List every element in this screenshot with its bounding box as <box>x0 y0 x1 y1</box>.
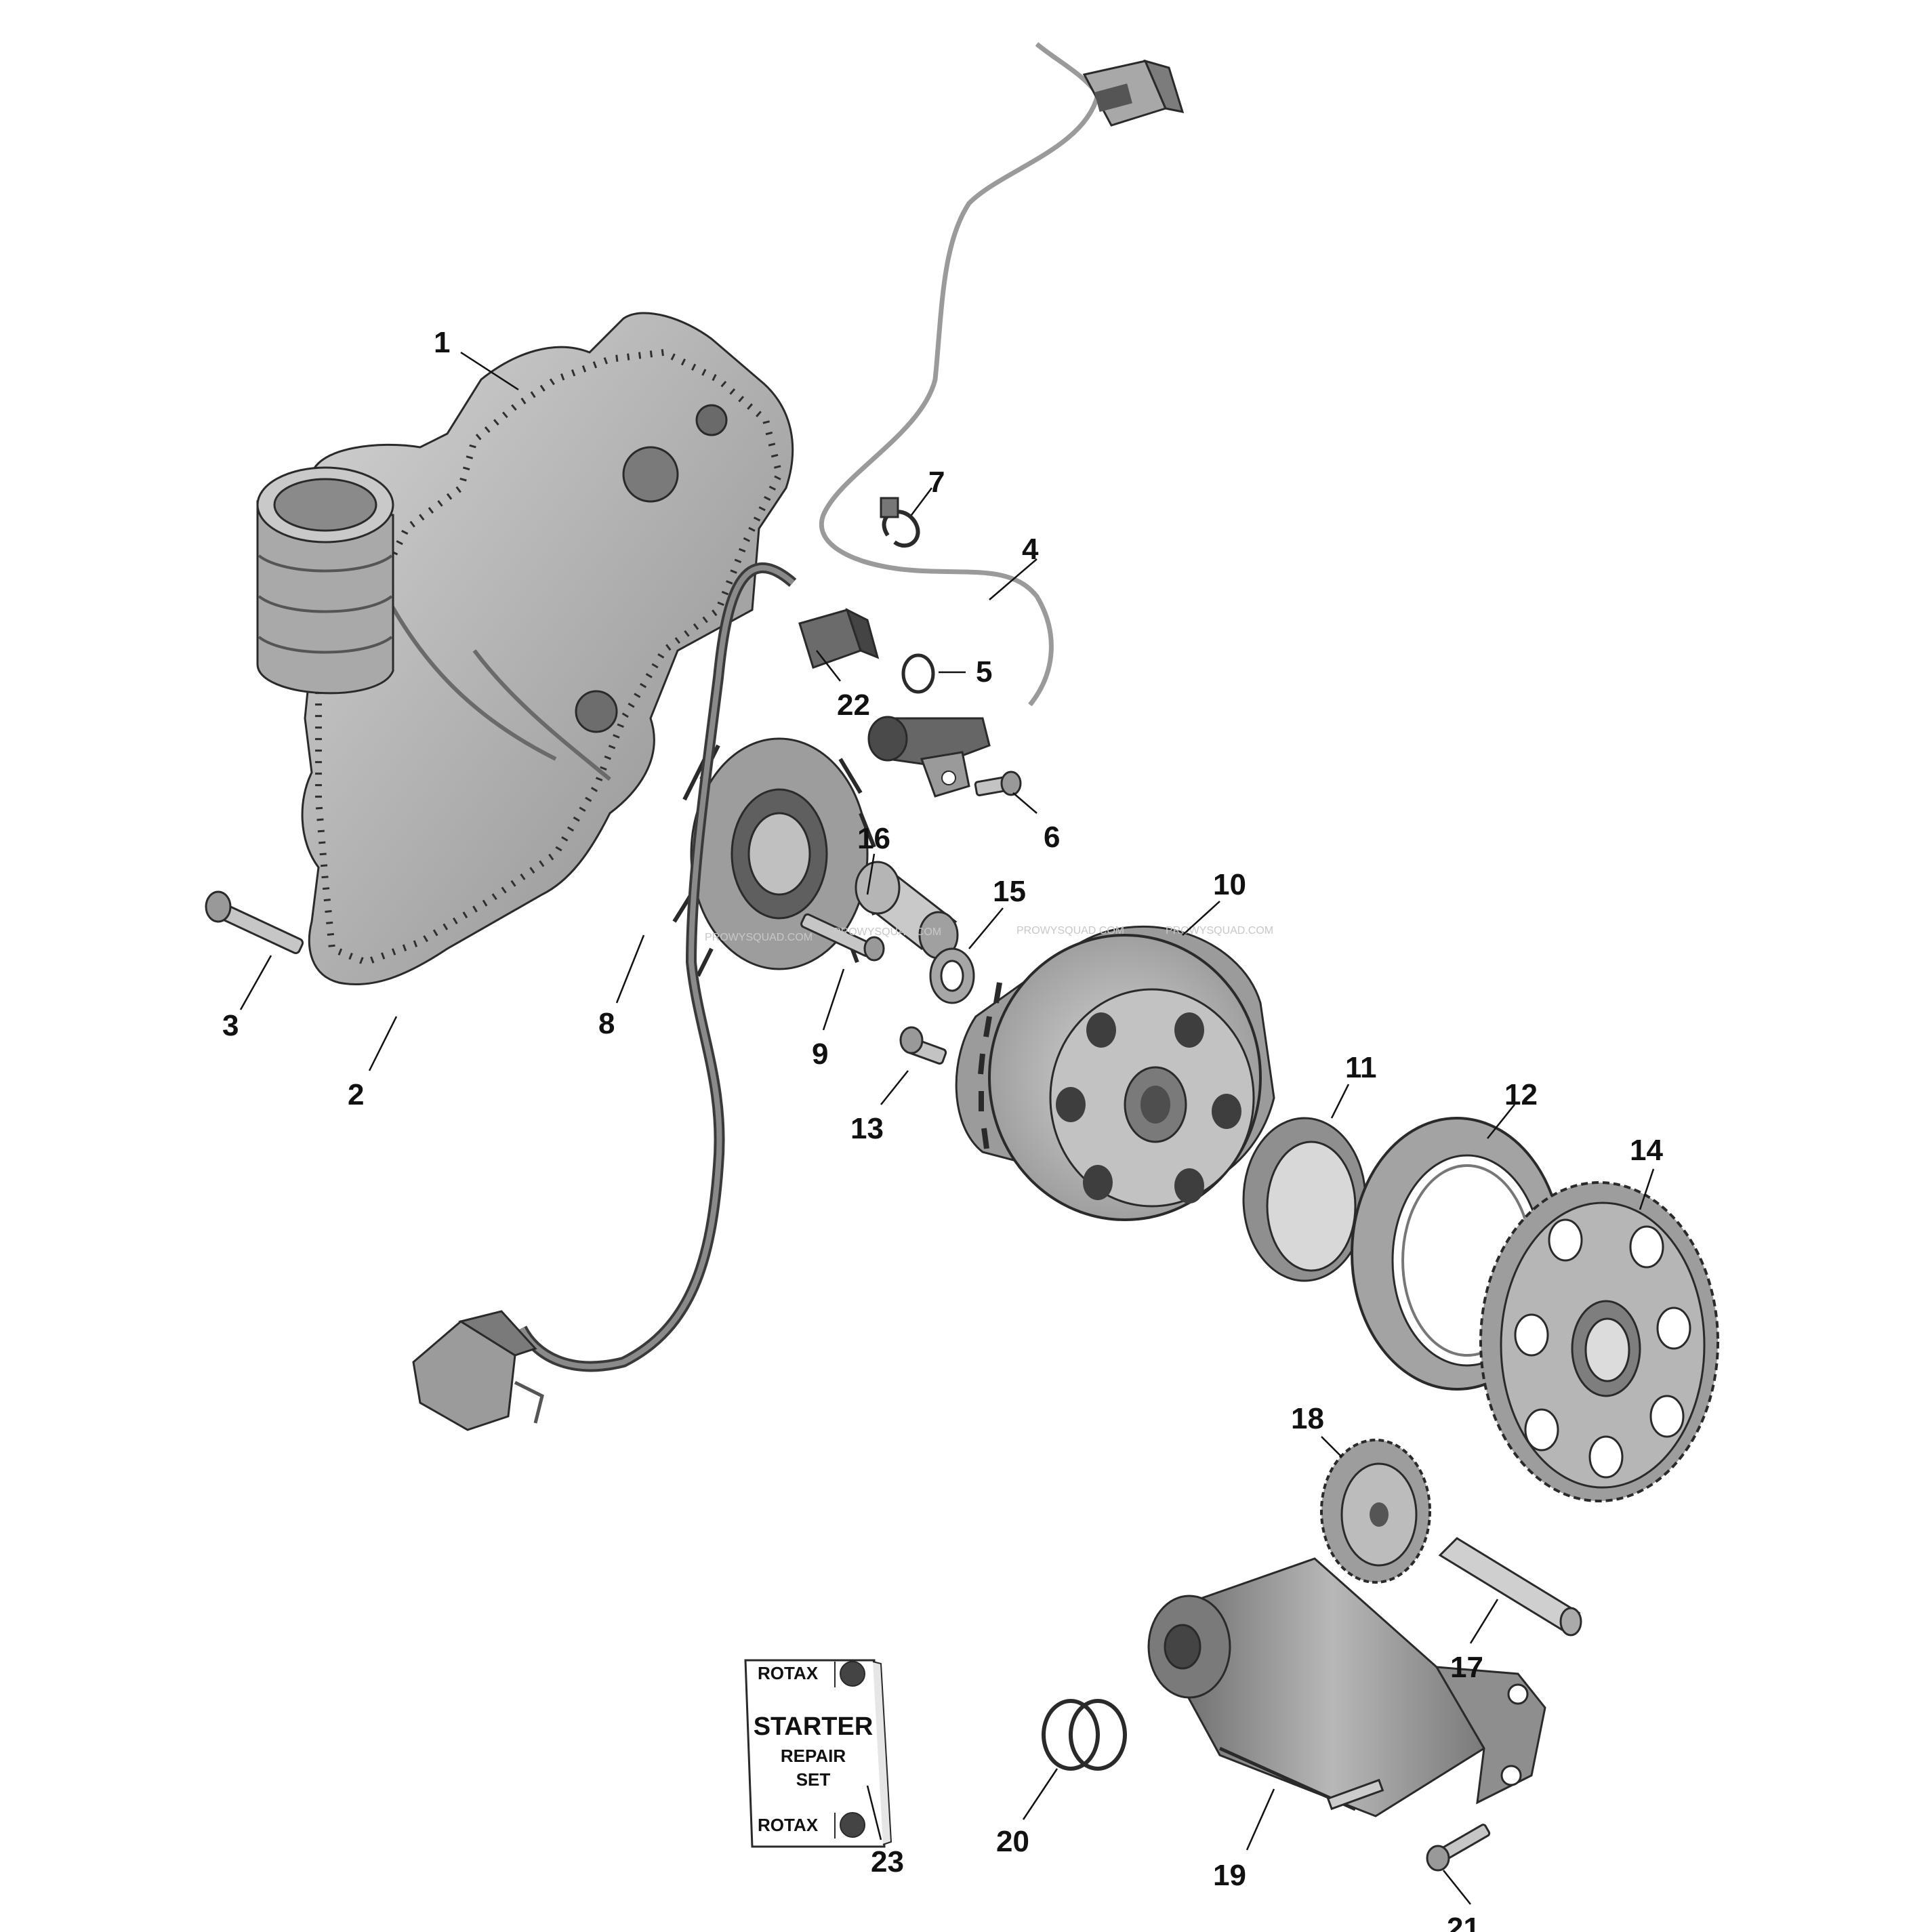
o-rings-20 <box>1042 1699 1127 1771</box>
callout-13: 13 <box>850 1112 884 1145</box>
shaft-17 <box>1438 1537 1582 1637</box>
card-line2: REPAIR <box>781 1746 846 1766</box>
bolt-3 <box>205 890 304 954</box>
crank-sensor <box>867 716 991 798</box>
callout-12: 12 <box>1504 1078 1538 1111</box>
intermediate-gear-18 <box>1320 1439 1431 1584</box>
connector-22 <box>798 608 880 669</box>
callout-23: 23 <box>871 1845 904 1878</box>
bolt-21 <box>1426 1824 1491 1872</box>
starter-motor-19 <box>1147 1557 1546 1817</box>
callout-4: 4 <box>1022 533 1039 566</box>
watermark-4: PROWYSQUAD.COM <box>1166 925 1273 937</box>
card-logo-bottom-icon <box>840 1812 865 1838</box>
screw-13 <box>899 1026 947 1065</box>
leader-lines <box>239 351 1655 1905</box>
callout-7: 7 <box>928 466 945 499</box>
stator-cover-housing <box>301 312 794 985</box>
stator-coil <box>672 737 876 977</box>
callouts: 1 2 3 4 5 6 7 8 9 10 11 12 13 14 15 16 1… <box>222 326 1663 1932</box>
callout-16: 16 <box>857 822 890 855</box>
watermark-2: PROWYSQUAD.COM <box>834 926 941 938</box>
washer-15 <box>929 947 975 1004</box>
sensor-connector <box>1082 59 1185 127</box>
callout-1: 1 <box>434 326 450 359</box>
sensor-harness-wire <box>820 43 1099 705</box>
stator-connector <box>412 1310 544 1431</box>
bolt-9 <box>800 913 885 962</box>
card-brand-bottom: ROTAX <box>758 1815 819 1835</box>
callout-11: 11 <box>1345 1051 1377 1084</box>
spacer-16 <box>855 861 959 960</box>
callout-22: 22 <box>837 688 870 722</box>
starter-bore-cylinder <box>256 466 394 695</box>
bearing-11 <box>1242 1117 1367 1282</box>
card-brand-top: ROTAX <box>758 1663 819 1683</box>
screw-6 <box>974 770 1022 797</box>
card-line1: STARTER <box>754 1712 873 1741</box>
callout-9: 9 <box>812 1037 828 1071</box>
callout-20: 20 <box>996 1825 1029 1858</box>
sensor-harness-wire-core <box>819 42 1101 707</box>
callout-5: 5 <box>976 655 992 688</box>
cover-gasket-edge <box>315 348 783 966</box>
flywheel-rotor <box>955 926 1275 1221</box>
callout-6: 6 <box>1044 821 1060 854</box>
card-line3: SET <box>796 1769 831 1790</box>
card-logo-top-icon <box>840 1661 865 1687</box>
o-ring-5 <box>901 653 935 694</box>
callout-21: 21 <box>1447 1912 1480 1932</box>
starter-gear-14 <box>1479 1181 1719 1502</box>
callout-18: 18 <box>1291 1402 1324 1435</box>
callout-19: 19 <box>1213 1859 1246 1892</box>
hose-clip-7 <box>880 497 920 548</box>
callout-10: 10 <box>1213 868 1246 901</box>
watermark-1: PROWYSQUAD.COM <box>705 932 813 943</box>
callout-17: 17 <box>1450 1651 1483 1684</box>
starter-repair-set-card-23: ROTAX STARTER REPAIR SET ROTAX <box>744 1659 892 1848</box>
callout-14: 14 <box>1630 1134 1663 1167</box>
callout-8: 8 <box>598 1007 615 1040</box>
callout-2: 2 <box>348 1078 364 1111</box>
callout-3: 3 <box>222 1009 239 1042</box>
watermark-3: PROWYSQUAD.COM <box>1016 925 1124 937</box>
callout-15: 15 <box>993 875 1026 908</box>
